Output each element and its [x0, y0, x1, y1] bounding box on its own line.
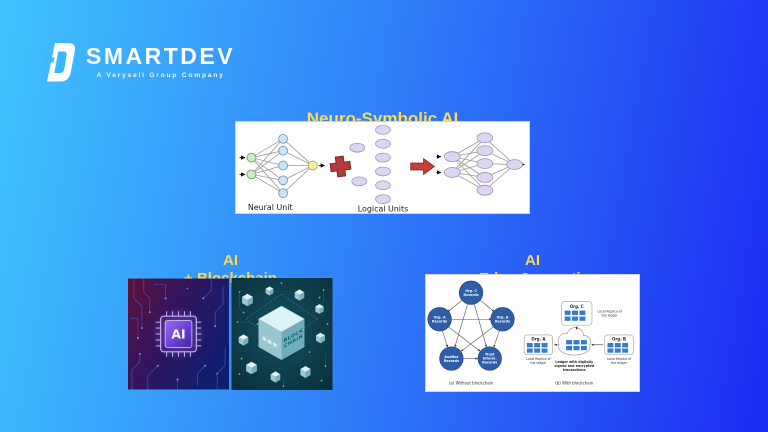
neuro-symbolic-diagram: Neural Unit Logical Units — [239, 125, 525, 214]
with-blockchain-arrows — [554, 326, 604, 346]
svg-text:+: + — [320, 378, 324, 384]
main-blockchain-cube: BLOCK CHAIN — [258, 305, 305, 360]
node-auditor-line1: Auditor — [444, 355, 458, 359]
ai-chip-image: AI — [128, 278, 229, 390]
hybrid-net-nodes — [443, 132, 523, 196]
node-trust-line3: Records — [482, 360, 497, 364]
orgc-replica-label: Local Replica of the ledger — [597, 309, 622, 317]
node-trust-line2: Interm. — [483, 357, 497, 361]
mesh-connections — [442, 300, 500, 360]
blockchain-figure: AI — [128, 278, 333, 390]
neural-net-nodes — [246, 133, 318, 199]
neural-unit-label: Neural Unit — [248, 203, 293, 212]
edge-title-line1: AI — [525, 252, 540, 270]
orgb-box-label: Org. B — [612, 336, 626, 341]
smartdev-logo: SMARTDEV A Verysell Group Company — [45, 43, 235, 82]
brand-name: SMARTDEV — [86, 43, 236, 69]
neural-net-edges — [251, 138, 314, 194]
orga-box-label: Org. A — [531, 336, 546, 341]
svg-text:the ledger: the ledger — [611, 361, 628, 365]
ai-chip: AI — [155, 311, 202, 357]
logical-units-label: Logical Units — [358, 205, 408, 213]
circuit-traces — [129, 278, 226, 390]
svg-text:+: + — [242, 310, 246, 316]
svg-text:Local Replica of: Local Replica of — [526, 357, 551, 361]
svg-text:Local Replica of: Local Replica of — [607, 357, 632, 361]
logical-units-ellipses — [349, 125, 391, 204]
ledger-description: Ledger with digitally signed and encrypt… — [554, 360, 594, 372]
right-arrow-icon — [410, 157, 436, 176]
chip-pins — [155, 311, 202, 357]
with-blockchain-caption: (b) With blockchain — [555, 381, 593, 386]
svg-text:Local Replica of: Local Replica of — [597, 309, 622, 313]
orga-replica-label: Local Replica of the ledger — [526, 357, 551, 365]
smartdev-logo-mark-icon — [45, 43, 76, 82]
edge-computing-diagram: Org. C Records Org. A Records Org. B Rec… — [427, 280, 634, 386]
svg-text:+: + — [240, 356, 244, 362]
orgb-replica-label: Local Replica of the ledger — [607, 357, 632, 365]
node-auditor-line2: Records — [444, 359, 459, 363]
svg-text:transactions: transactions — [563, 368, 586, 372]
plus-icon — [329, 155, 352, 178]
cube-left-face-blocks — [262, 336, 277, 348]
logo-text: SMARTDEV A Verysell Group Company — [86, 43, 236, 80]
svg-text:Ledger with digitally: Ledger with digitally — [555, 360, 594, 364]
svg-text:+: + — [318, 295, 322, 301]
without-blockchain-caption: (a) Without blockchain — [449, 381, 494, 386]
cloud-ledger — [557, 327, 591, 356]
node-orgc-line1: Org. C — [465, 289, 477, 293]
neural-net-io-arrows — [239, 155, 326, 177]
svg-text:signed and encrypted: signed and encrypted — [554, 364, 594, 368]
orgc-box-label: Org. C — [570, 304, 584, 309]
orgb-ledger-blocks — [607, 343, 629, 353]
teal-dots — [236, 282, 329, 387]
node-orga-line1: Org. A — [434, 316, 446, 320]
orga-ledger-blocks — [526, 343, 548, 353]
brand-tagline: A Verysell Group Company — [96, 72, 225, 79]
record-nodes: Org. C Records Org. A Records Org. B Rec… — [427, 280, 515, 371]
svg-text:the ledger: the ledger — [602, 313, 619, 317]
with-blockchain-diagram: Org. C Local Replica of the ledger Org. … — [523, 301, 634, 386]
svg-text:the ledger: the ledger — [530, 361, 547, 365]
node-orgb-line2: Records — [495, 320, 510, 324]
circuit-dots — [136, 287, 218, 381]
node-orgc-line2: Records — [464, 293, 479, 297]
orgc-ledger-blocks — [564, 310, 586, 321]
blockchain-title-line1: AI — [223, 252, 238, 270]
chip-label: AI — [171, 327, 185, 341]
node-orga-line2: Records — [432, 320, 447, 324]
small-cubes — [238, 286, 325, 383]
teal-plus-marks: + + + + — [240, 295, 324, 384]
node-orgb-line1: Org. B — [497, 316, 509, 320]
node-trust-line1: Trust — [485, 353, 495, 357]
edge-computing-diagram-panel: Org. C Records Org. A Records Org. B Rec… — [425, 274, 640, 392]
neuro-symbolic-diagram-panel: Neural Unit Logical Units — [235, 121, 530, 214]
blockchain-cube-image: BLOCK CHAIN + + + + — [231, 278, 333, 390]
